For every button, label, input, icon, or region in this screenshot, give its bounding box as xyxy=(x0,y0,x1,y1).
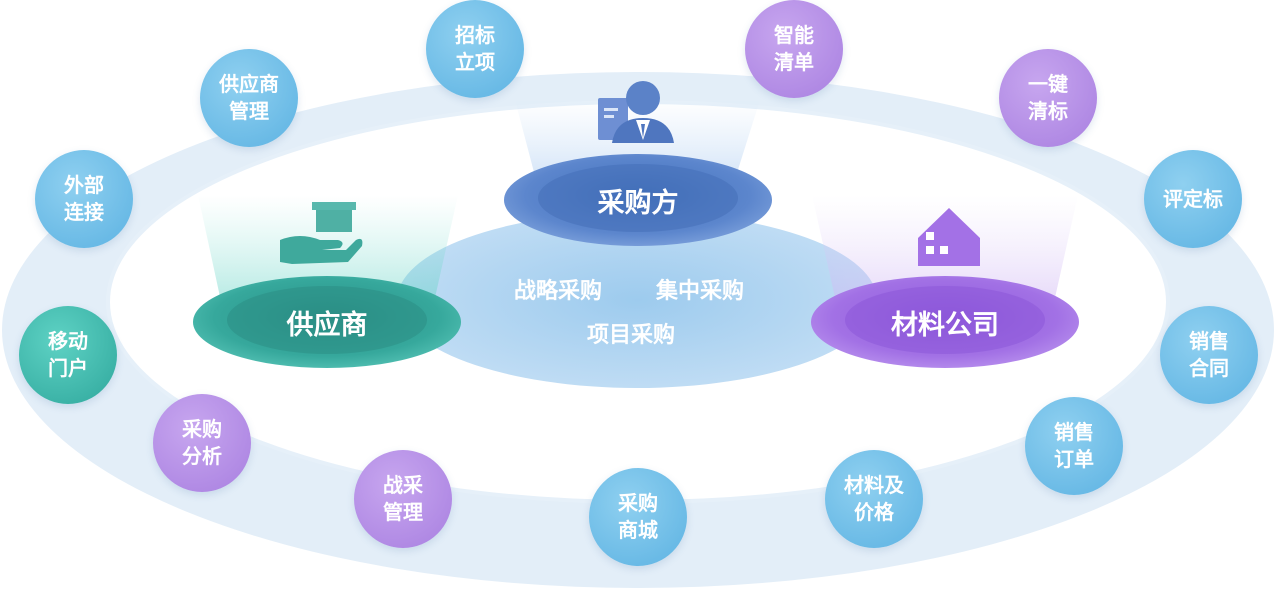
module-bubble[interactable]: 一键 清标 xyxy=(999,49,1097,147)
module-label: 销售 合同 xyxy=(1189,329,1229,380)
center-text-centralized: 集中采购 xyxy=(656,279,745,304)
module-bubble[interactable]: 移动 门户 xyxy=(19,306,117,404)
module-bubble[interactable]: 外部 连接 xyxy=(35,150,133,248)
module-label: 移动 门户 xyxy=(48,329,88,380)
module-bubble[interactable]: 战采 管理 xyxy=(354,450,452,548)
module-bubble[interactable]: 采购 商城 xyxy=(589,468,687,566)
module-bubble[interactable]: 材料及 价格 xyxy=(825,450,923,548)
module-label: 采购 分析 xyxy=(182,417,222,468)
material-company-hub-label: 材料公司 xyxy=(891,310,999,341)
module-label: 战采 管理 xyxy=(383,473,423,524)
buyer-hub-label: 采购方 xyxy=(597,188,679,219)
module-bubble[interactable]: 供应商 管理 xyxy=(200,49,298,147)
module-bubble[interactable]: 采购 分析 xyxy=(153,394,251,492)
center-text-project: 项目采购 xyxy=(587,323,676,348)
module-bubble[interactable]: 销售 订单 xyxy=(1025,397,1123,495)
person-icon xyxy=(598,81,674,143)
module-label: 采购 商城 xyxy=(618,491,658,542)
module-label: 招标 立项 xyxy=(455,23,495,74)
module-bubble[interactable]: 评定标 xyxy=(1144,150,1242,248)
module-label: 一键 清标 xyxy=(1028,72,1068,123)
module-bubble[interactable]: 招标 立项 xyxy=(426,0,524,98)
module-label: 评定标 xyxy=(1163,186,1223,211)
module-label: 智能 清单 xyxy=(774,23,814,74)
module-label: 材料及 价格 xyxy=(844,473,904,524)
module-bubble[interactable]: 智能 清单 xyxy=(745,0,843,98)
module-label: 供应商 管理 xyxy=(219,72,279,123)
center-text-strategic: 战略采购 xyxy=(514,279,603,304)
house-icon xyxy=(918,208,980,266)
module-bubble[interactable]: 销售 合同 xyxy=(1160,306,1258,404)
hand-box-icon xyxy=(280,202,363,264)
supplier-hub-label: 供应商 xyxy=(286,310,368,341)
module-label: 外部 连接 xyxy=(64,173,104,224)
module-label: 销售 订单 xyxy=(1054,420,1094,471)
